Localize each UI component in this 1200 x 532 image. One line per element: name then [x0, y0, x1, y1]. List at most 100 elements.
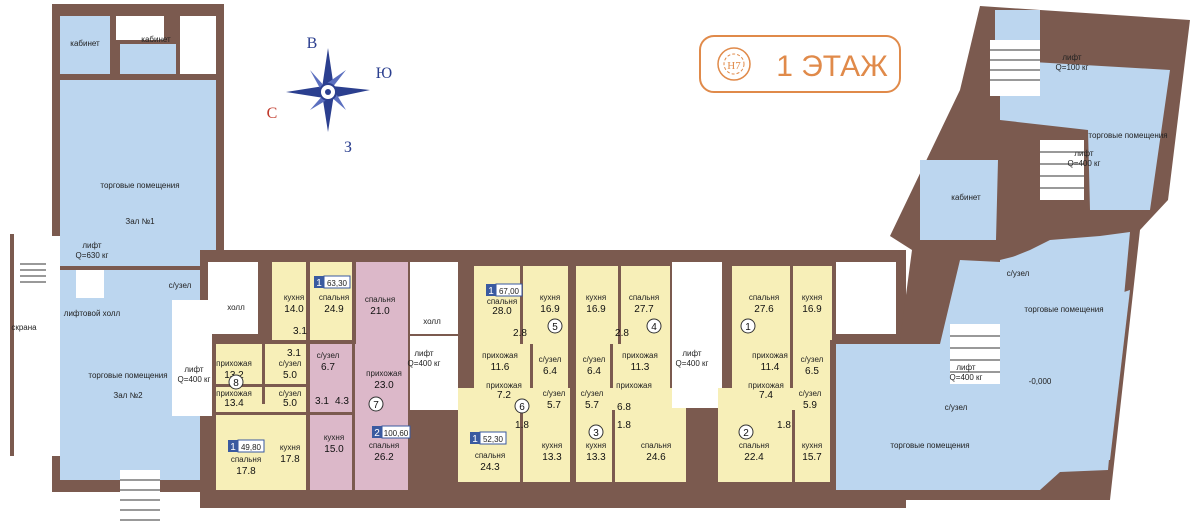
apartment-63[interactable] [272, 262, 352, 340]
apartment-7[interactable] [310, 344, 408, 490]
apt5-hall-area: 11.6 [491, 362, 510, 373]
apt3-wc-label: с/узел [581, 389, 604, 398]
hall-right-2[interactable] [1010, 290, 1130, 460]
apartment-5-bottom[interactable] [474, 344, 568, 388]
apt7-balcony-2-area: 4.3 [335, 396, 349, 407]
hall-2-name: Зал №2 [113, 391, 143, 400]
wc-right-1[interactable] [1000, 250, 1040, 300]
apt8-hall-2-area: 13.4 [224, 398, 244, 409]
hall-right-1-label: торговые помещения [1088, 131, 1167, 140]
compass-needle-west [286, 86, 324, 98]
apt2-kitchen-label: кухня [802, 441, 822, 450]
apt7-wc-label: с/узел [317, 351, 340, 360]
apt6-kitchen-area: 13.3 [542, 452, 562, 463]
stair-right-bottom [950, 324, 1000, 384]
apt1-number: 1 [745, 322, 751, 333]
apt7-number: 7 [373, 400, 379, 411]
lift-mid-right-label: лифт [682, 349, 702, 358]
apt6-wc-area: 5.7 [547, 400, 561, 411]
lift-shaft-left [76, 270, 104, 298]
logo-ornament-icon [717, 47, 751, 81]
hall-1[interactable] [60, 80, 216, 266]
compass-needle-north [322, 48, 334, 88]
apt7-bedroom-2-area: 26.2 [374, 452, 394, 463]
cabinet-2[interactable] [120, 44, 176, 74]
apt2-wc-area: 5.9 [803, 400, 817, 411]
apt4-wc-area: 6.4 [587, 366, 601, 377]
apt7-area: 100,60 [384, 429, 409, 438]
apt8-number: 8 [233, 378, 239, 389]
apt1-wc-label: с/узел [801, 355, 824, 364]
wc-right-2[interactable] [922, 396, 972, 426]
apt7-kitchen-area: 15.0 [324, 444, 344, 455]
apt7-kitchen-label: кухня [324, 433, 344, 442]
hall-2-label: торговые помещения [88, 371, 167, 380]
apt1-hall-label: прихожая [752, 351, 788, 360]
apt6-bedroom-area: 24.3 [480, 462, 500, 473]
apt3-bedroom-label: спальня [641, 441, 671, 450]
apartment-8[interactable] [216, 344, 306, 490]
hall-1-name: Зал №1 [125, 217, 155, 226]
hall-mid-left [410, 262, 458, 334]
apt4-hall-area: 11.3 [631, 362, 650, 373]
apt8-bedroom-area: 17.8 [236, 466, 256, 477]
apt6-rooms-badge [470, 432, 480, 444]
apt6-number-badge [514, 398, 530, 414]
apt3-number: 3 [593, 428, 599, 439]
apartment-7-bedroom[interactable] [356, 262, 408, 344]
lift-area-left [172, 300, 212, 416]
ramp-label: скрана [11, 323, 37, 332]
apartment-1-bottom[interactable] [732, 344, 832, 388]
apt8-rooms-badge [228, 440, 238, 452]
compass-north-label: В [307, 35, 318, 52]
apt4-number-badge [646, 318, 662, 334]
apt4-wc-label: с/узел [583, 355, 606, 364]
apt3-hall-area: 6.8 [617, 402, 631, 413]
hall-2[interactable] [60, 270, 156, 480]
apt2-number-badge [738, 424, 754, 440]
apt7-bedroom-1-label: спальня [365, 295, 395, 304]
apt63-area: 63,30 [327, 279, 348, 288]
apt6-bedroom-label: спальня [475, 451, 505, 460]
floor-badge-frame [699, 35, 901, 93]
apt8-wc-1-area: 5.0 [283, 370, 297, 381]
apt5-hall-label: прихожая [482, 351, 518, 360]
compass-needle-south [322, 94, 334, 132]
apt4-bedroom-label: спальня [629, 293, 659, 302]
apt8-hall-2-label: прихожая [216, 389, 252, 398]
lift-left-label: лифт [82, 241, 102, 250]
apt6-area-badge [479, 431, 507, 445]
stair-right-mid [1040, 140, 1084, 200]
cabinet-right[interactable] [920, 160, 998, 240]
hall-right [836, 262, 896, 334]
apt3-wc-area: 5.7 [585, 400, 599, 411]
compass-needle-east [332, 86, 370, 98]
apt63-kitchen-area: 14.0 [284, 304, 304, 315]
apt7-hall-area: 23.0 [374, 380, 394, 391]
hall-right-1[interactable] [1000, 60, 1170, 210]
apt63-bedroom-label: спальня [319, 293, 349, 302]
apt4-kitchen-area: 16.9 [586, 304, 606, 315]
lift-mid-right [672, 262, 722, 408]
apt5-area: 67,00 [499, 287, 520, 296]
apartment-2[interactable] [718, 388, 832, 482]
wc-left[interactable] [160, 270, 200, 298]
cabinet-1[interactable] [60, 16, 110, 74]
apt7-balcony-1-area: 3.1 [315, 396, 329, 407]
apt5-wc-label: с/узел [539, 355, 562, 364]
apt6-hall-label: прихожая [486, 381, 522, 390]
apt1-hall-area: 11.4 [761, 362, 780, 373]
stair-left [20, 258, 46, 288]
apartment-4-bottom[interactable] [576, 344, 670, 388]
level-mark: -0,000 [1029, 377, 1052, 386]
apt8-rooms: 1 [230, 442, 236, 453]
apt5-kitchen-area: 16.9 [540, 304, 560, 315]
hall-left-label: холл [227, 303, 245, 312]
lift-right-3-label: лифт [956, 363, 976, 372]
apt8-number-badge [228, 374, 244, 390]
apt3-hall-label: прихожая [616, 381, 652, 390]
apt2-hall-label: прихожая [748, 381, 784, 390]
apt7-rooms-badge [372, 426, 382, 438]
apt5-bedroom-area: 28.0 [492, 306, 512, 317]
apt5-number-badge [547, 318, 563, 334]
